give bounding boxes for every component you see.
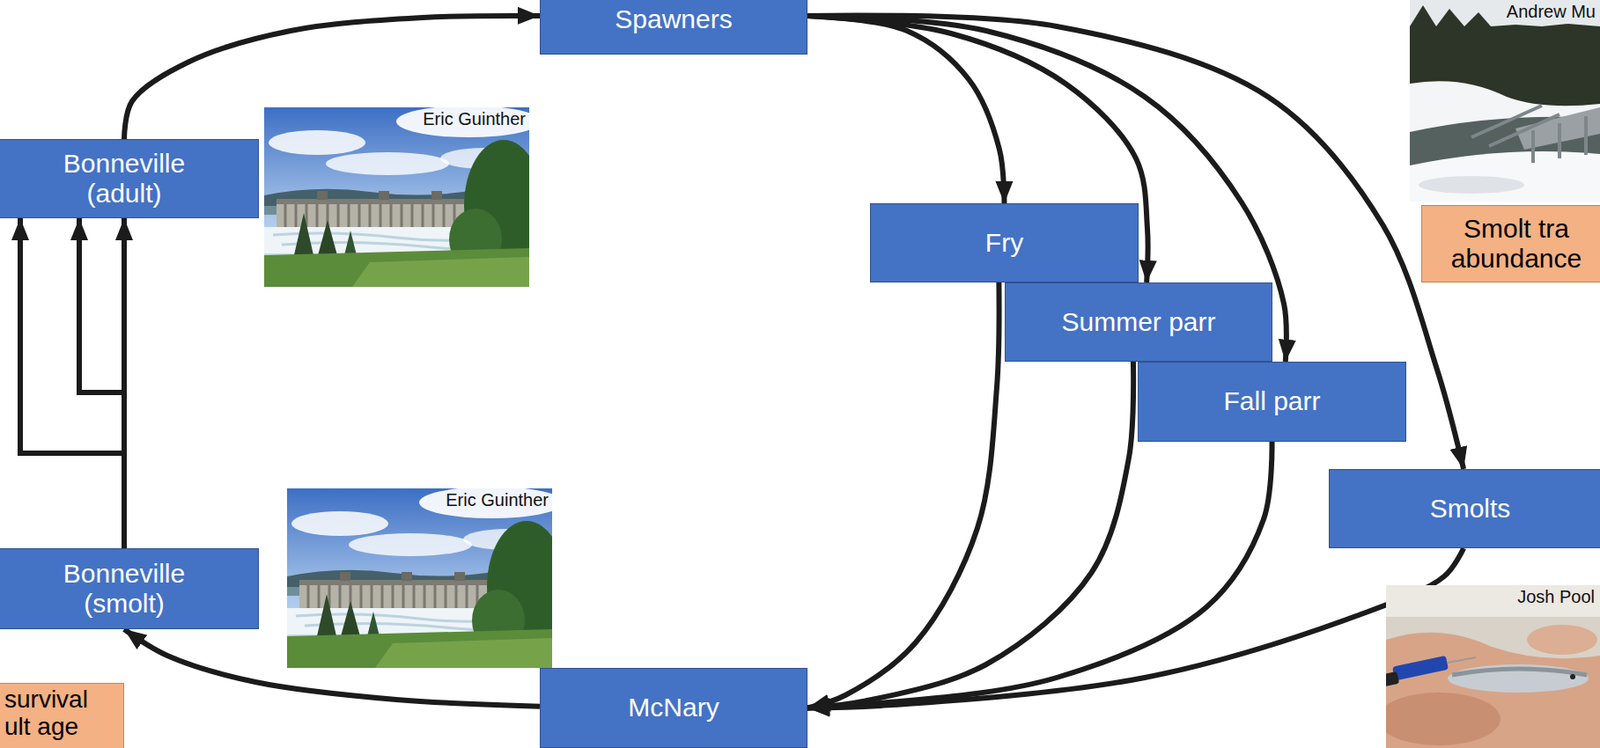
data-source-box: survival ult age bbox=[0, 683, 125, 748]
node-text: Smolts bbox=[1430, 494, 1512, 525]
node-text: Bonneville (adult) bbox=[36, 148, 213, 210]
stage-box: Fry bbox=[870, 203, 1139, 283]
flow-arrow bbox=[807, 361, 1134, 709]
photo-detail bbox=[1386, 693, 1501, 746]
stage-box: Smolts bbox=[1328, 469, 1600, 549]
photo-credit: Andrew Mu bbox=[1506, 1, 1596, 23]
dam-photo bbox=[264, 105, 544, 288]
flow-line bbox=[807, 442, 1273, 709]
flow-line bbox=[20, 218, 125, 549]
photo-detail bbox=[1452, 669, 1587, 676]
flow-arrow bbox=[20, 218, 125, 549]
flow-arrow bbox=[807, 442, 1273, 709]
node-text: Fry bbox=[985, 228, 1024, 259]
photo-detail bbox=[1570, 674, 1576, 680]
photo-detail bbox=[1392, 656, 1449, 682]
node-text: Fall parr bbox=[1223, 386, 1320, 418]
photo-detail bbox=[1447, 664, 1589, 694]
flow-arrow bbox=[807, 15, 1005, 204]
photo-detail bbox=[1418, 176, 1525, 194]
node-text: Spawners bbox=[614, 4, 732, 36]
photo-credit: Josh Pool bbox=[1517, 587, 1595, 608]
node-text: Bonneville (smolt) bbox=[36, 559, 213, 620]
node-text: Smolt tra abundance bbox=[1432, 213, 1600, 275]
photo-detail bbox=[1386, 671, 1400, 690]
dam-box: Bonneville (smolt) bbox=[0, 548, 259, 630]
node-text: survival ult age bbox=[4, 686, 115, 742]
photo-credit: Eric Guinther bbox=[445, 490, 549, 511]
flow-line bbox=[807, 282, 1000, 709]
stage-box: Summer parr bbox=[1004, 282, 1273, 362]
flow-line bbox=[807, 15, 1149, 283]
stage-box: Fall parr bbox=[1137, 361, 1407, 443]
smolt-trap-photo bbox=[1409, 0, 1600, 202]
photo-detail bbox=[1386, 585, 1600, 618]
flow-line bbox=[807, 361, 1134, 709]
flow-line bbox=[807, 548, 1464, 709]
photo-detail bbox=[1526, 625, 1598, 656]
tagging-photo bbox=[1386, 585, 1600, 748]
dam-box: Bonneville (adult) bbox=[0, 139, 259, 219]
photo-detail bbox=[1409, 0, 1600, 202]
photo-detail bbox=[1447, 657, 1476, 664]
flow-arrow bbox=[807, 548, 1464, 709]
flow-line bbox=[79, 218, 125, 549]
flow-line bbox=[807, 15, 1005, 204]
dam-photo bbox=[287, 486, 567, 669]
photo-detail bbox=[1409, 151, 1600, 202]
flow-arrow bbox=[807, 15, 1149, 283]
node-text: McNary bbox=[627, 693, 719, 724]
flow-arrow bbox=[807, 282, 1000, 709]
stage-box: Spawners bbox=[539, 0, 808, 55]
node-text: Summer parr bbox=[1061, 307, 1216, 339]
photo-credit: Eric Guinther bbox=[422, 109, 526, 130]
dam-box: McNary bbox=[539, 668, 808, 748]
photo-detail bbox=[1471, 105, 1586, 163]
data-source-box: Smolt tra abundance bbox=[1421, 205, 1600, 283]
